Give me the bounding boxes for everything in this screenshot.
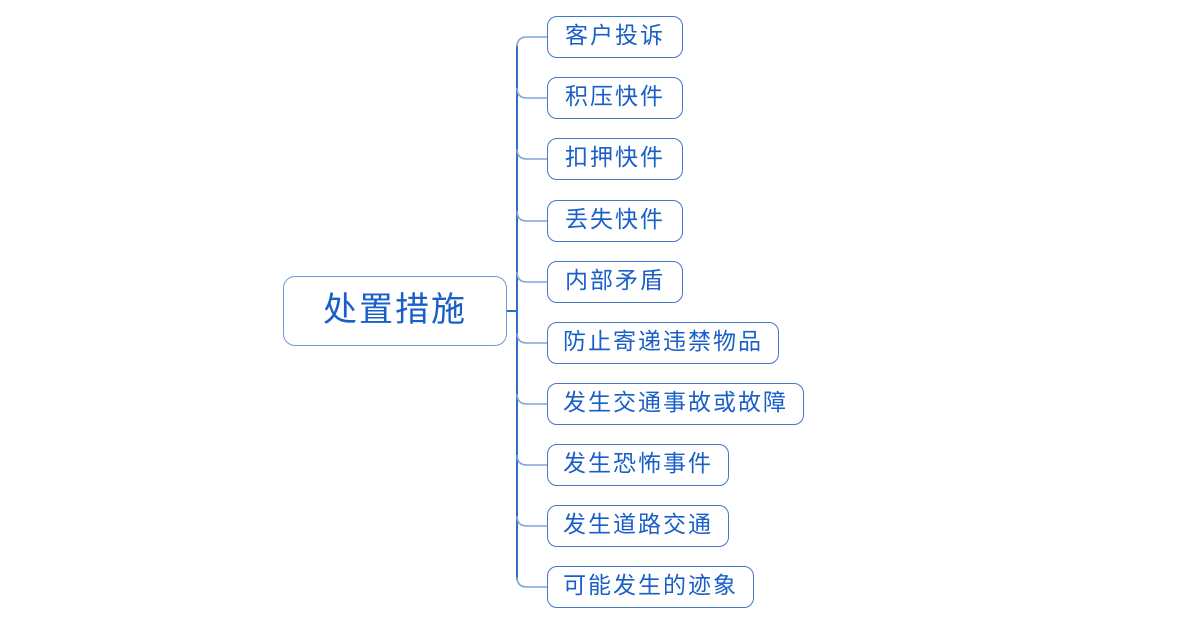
branch-line-10	[516, 576, 547, 588]
child-node-backlog-parcels[interactable]: 积压快件	[547, 77, 683, 119]
root-node[interactable]: 处置措施	[283, 276, 507, 346]
branch-line-4	[516, 210, 547, 222]
branch-line-2	[516, 87, 547, 99]
child-node-customer-complaint[interactable]: 客户投诉	[547, 16, 683, 58]
branch-line-9	[516, 515, 547, 527]
child-node-traffic-accident[interactable]: 发生交通事故或故障	[547, 383, 804, 425]
branch-line-7	[516, 393, 547, 405]
child-node-internal-conflict[interactable]: 内部矛盾	[547, 261, 683, 303]
branch-line-6	[516, 332, 547, 344]
child-node-road-traffic[interactable]: 发生道路交通	[547, 505, 729, 547]
child-node-terror-incident[interactable]: 发生恐怖事件	[547, 444, 729, 486]
branch-line-8	[516, 454, 547, 466]
child-node-prohibited-items[interactable]: 防止寄递违禁物品	[547, 322, 779, 364]
child-node-possible-signs[interactable]: 可能发生的迹象	[547, 566, 754, 608]
branch-line-3	[516, 148, 547, 160]
child-node-detained-parcels[interactable]: 扣押快件	[547, 138, 683, 180]
branch-line-1	[516, 36, 547, 48]
branch-line-5	[516, 271, 547, 283]
child-node-lost-parcels[interactable]: 丢失快件	[547, 200, 683, 242]
